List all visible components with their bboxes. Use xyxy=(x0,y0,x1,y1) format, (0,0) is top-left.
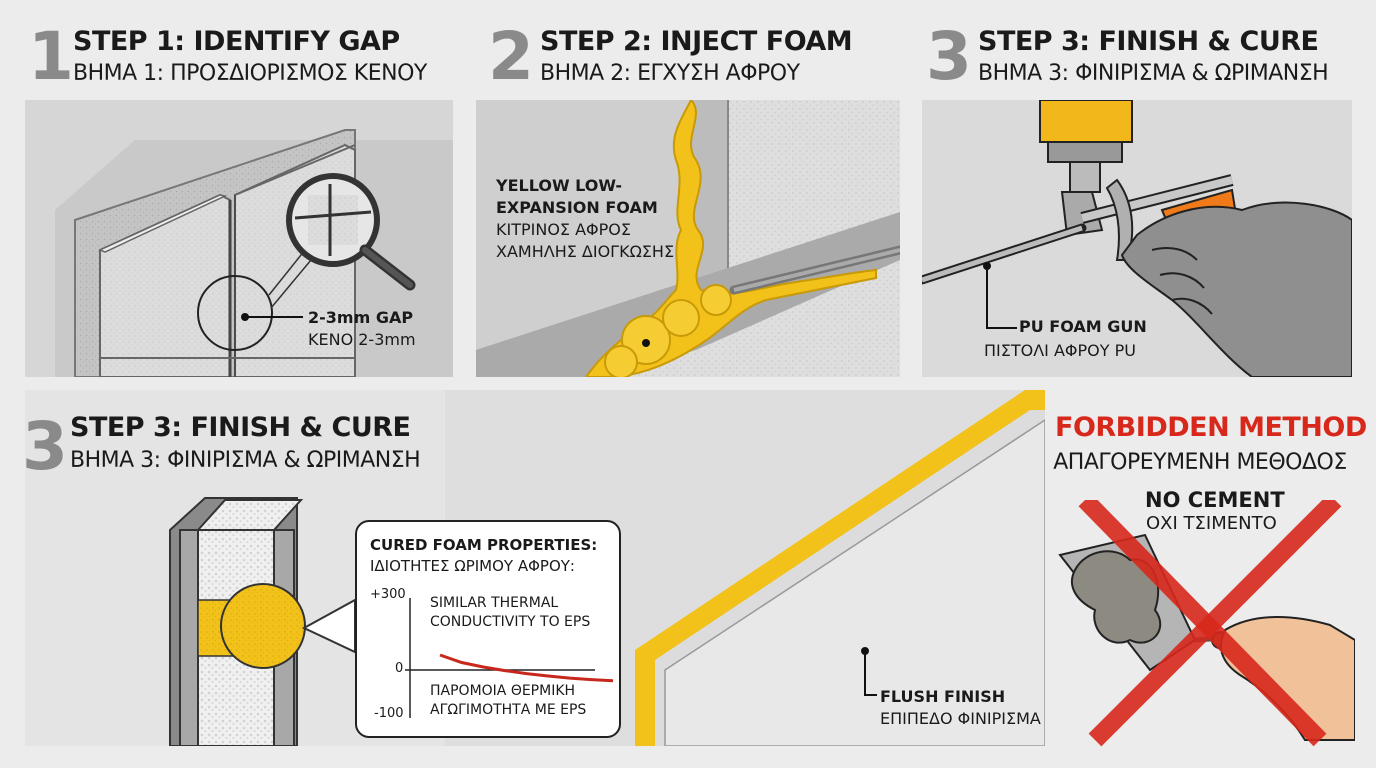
step2-title-greek: ΒΗΜΑ 2: ΕΓΧΥΣΗ ΑΦΡΟΥ xyxy=(540,61,800,86)
no-cement-trowel-illustration xyxy=(1058,500,1355,747)
step3-bottom-panel: CURED FOAM PROPERTIES: ΙΔΙΟΤΗΤΕΣ ΩΡΙΜΟΥ … xyxy=(25,390,1045,746)
foam-label-line2: EXPANSION FOAM xyxy=(496,198,658,217)
foam-gun-label: PU FOAM GUN xyxy=(1019,317,1147,336)
gap-label: 2-3mm GAP xyxy=(308,308,414,327)
step3-bottom-title-greek: ΒΗΜΑ 3: ΦΙΝΙΡΙΣΜΑ & ΩΡΙΜΑΝΣΗ xyxy=(70,448,421,473)
properties-title: CURED FOAM PROPERTIES: xyxy=(370,536,598,554)
thermal-chart xyxy=(405,598,614,718)
step2-illustration: YELLOW LOW- EXPANSION FOAM ΚΙΤΡΙΝΟΣ ΑΦΡΟ… xyxy=(476,100,900,377)
step3-top-title: STEP 3: FINISH & CURE xyxy=(978,26,1319,57)
chart-series-0-line xyxy=(439,653,614,683)
step1-illustration: 2-3mm GAP ΚΕΝΟ 2-3mm xyxy=(25,100,453,377)
step3-top-number: 3 xyxy=(926,18,972,95)
step1-title: STEP 1: IDENTIFY GAP xyxy=(73,26,400,57)
step3-top-illustration: PU FOAM GUN ΠΙΣΤΟΛΙ ΑΦΡΟΥ PU xyxy=(922,100,1352,377)
step1-number: 1 xyxy=(28,18,74,95)
similar-conductivity-greek-line2: ΑΓΩΓΙΜΟΤΗΤΑ ΜΕ EPS xyxy=(430,702,587,718)
foam-label-line1: YELLOW LOW- xyxy=(496,176,622,195)
similar-conductivity-line2: CONDUCTIVITY TO EPS xyxy=(430,614,591,630)
step1-title-greek: ΒΗΜΑ 1: ΠΡΟΣΔΙΟΡΙΣΜΟΣ ΚΕΝΟΥ xyxy=(73,61,427,86)
similar-conductivity-line1: SIMILAR THERMAL xyxy=(430,595,559,611)
forbidden-title: FORBIDDEN METHOD xyxy=(1055,412,1367,443)
eps-panels-illustration xyxy=(55,129,453,377)
flush-finish-label: FLUSH FINISH xyxy=(880,687,1006,706)
no-cement-label-greek: ΟΧΙ ΤΣΙΜΕΝΤΟ xyxy=(1146,513,1277,534)
foam-injection-illustration xyxy=(476,100,900,377)
step3-bottom-title: STEP 3: FINISH & CURE xyxy=(70,412,411,443)
chart-tick-top: +300 xyxy=(370,587,406,602)
chart-tick-bottom: -100 xyxy=(374,706,404,721)
flush-finish-label-greek: ΕΠΙΠΕΔΟ ΦΙΝΙΡΙΣΜΑ xyxy=(880,709,1041,728)
gap-label-greek: ΚΕΝΟ 2-3mm xyxy=(308,330,416,349)
properties-callout xyxy=(355,520,621,738)
properties-title-greek: ΙΔΙΟΤΗΤΕΣ ΩΡΙΜΟΥ ΑΦΡΟΥ: xyxy=(370,557,575,575)
step2-number: 2 xyxy=(488,18,534,95)
step3-bottom-number: 3 xyxy=(22,408,68,485)
foam-gun-illustration xyxy=(922,100,1352,377)
foam-label-greek-line2: ΧΑΜΗΛΗΣ ΔΙΟΓΚΩΣΗΣ xyxy=(496,242,675,261)
step3-top-title-greek: ΒΗΜΑ 3: ΦΙΝΙΡΙΣΜΑ & ΩΡΙΜΑΝΣΗ xyxy=(978,61,1329,86)
chart-series-line xyxy=(439,653,614,683)
foam-label-greek-line1: ΚΙΤΡΙΝΟΣ ΑΦΡΟΣ xyxy=(496,220,631,239)
forbidden-title-greek: ΑΠΑΓΟΡΕΥΜΕΝΗ ΜΕΘΟΔΟΣ xyxy=(1053,450,1347,475)
foam-gun-label-greek: ΠΙΣΤΟΛΙ ΑΦΡΟΥ PU xyxy=(984,341,1136,360)
cement-icon xyxy=(1070,550,1162,644)
similar-conductivity-greek-line1: ΠΑΡΟΜΟΙΑ ΘΕΡΜΙΚΗ xyxy=(430,683,576,699)
chart-tick-zero: 0 xyxy=(395,661,404,676)
no-cement-label: NO CEMENT xyxy=(1145,488,1285,512)
step2-title: STEP 2: INJECT FOAM xyxy=(540,26,853,57)
